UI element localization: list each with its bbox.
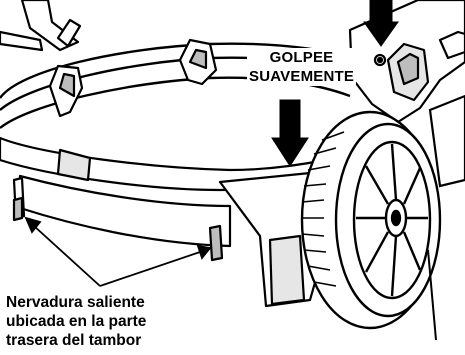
tap-gently-label: GOLPEE SUAVEMENTE [247, 48, 357, 86]
rib-leader-lines [24, 216, 212, 287]
rear-rib-label: Nervadura saliente ubicada en la parte t… [6, 293, 146, 350]
ring-clips [48, 38, 218, 118]
wheel [300, 110, 442, 330]
side-housing [428, 94, 465, 188]
arrow-down-middle [271, 99, 309, 167]
frame-arms [0, 0, 82, 52]
rear-rib-line-2: ubicada en la parte [6, 313, 147, 330]
wheel-leader-line [427, 249, 437, 341]
rear-rib-line-3: trasera del tambor [6, 332, 142, 349]
arrow-down-top [363, 0, 399, 47]
tap-gently-line-2: SUAVEMENTE [249, 68, 355, 85]
drum-band [0, 136, 327, 262]
rear-rib-line-1: Nervadura saliente [6, 294, 145, 311]
tap-arrows [271, 0, 399, 167]
tap-gently-line-1: GOLPEE [269, 49, 334, 66]
